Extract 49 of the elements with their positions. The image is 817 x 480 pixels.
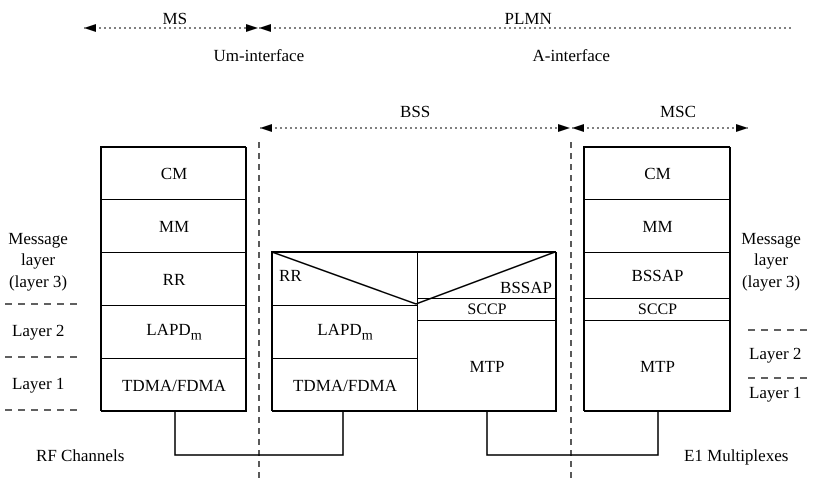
protocol-layer-box <box>272 358 418 412</box>
protocol-stack-box <box>583 146 730 411</box>
layer-name: LAPD$_{m}$ <box>317 321 373 343</box>
layer-name: SCCP <box>638 302 678 318</box>
text-label: Message layer (layer 3) <box>740 228 802 292</box>
protocol-layer-box <box>584 252 731 299</box>
text-label: RF Channels <box>36 444 124 466</box>
text-label: Layer 2 <box>12 320 64 341</box>
text-label: Message layer (layer 3) <box>7 228 69 292</box>
layer-name: TDMA/FDMA <box>122 376 226 394</box>
span-label: PLMN <box>504 8 552 29</box>
protocol-stack-box <box>100 146 246 411</box>
protocol-layer-box <box>584 147 731 200</box>
protocol-layer-box <box>417 320 557 412</box>
span-label: MSC <box>660 100 696 122</box>
layer-name: CM <box>644 165 671 182</box>
layer-name: LAPD$_{m}$ <box>146 321 202 343</box>
layer-name: MTP <box>640 358 675 374</box>
protocol-layer-box <box>101 358 247 412</box>
protocol-layer-box <box>101 147 247 200</box>
connector-line <box>174 411 344 456</box>
text-label: Um-interface <box>214 44 304 66</box>
protocol-layer-box <box>101 305 247 359</box>
layer-name: TDMA/FDMA <box>293 376 397 394</box>
protocol-layer-box <box>584 298 731 321</box>
layer-name: BSSAP <box>500 279 552 296</box>
connector-line <box>486 411 659 456</box>
span-label: BSS <box>400 100 430 122</box>
layer-name: RR <box>162 270 186 288</box>
layer-name: CM <box>160 165 188 182</box>
text-label: E1 Multiplexes <box>684 444 788 466</box>
span-label: MS <box>162 8 188 29</box>
protocol-layer-box <box>272 252 418 306</box>
text-label: Layer 1 <box>12 372 64 394</box>
protocol-layer-box <box>101 252 247 306</box>
text-label: Layer 2 <box>749 342 802 364</box>
layer-name: MM <box>642 218 673 234</box>
protocol-stack-box <box>271 251 556 411</box>
protocol-layer-box <box>584 199 731 253</box>
protocol-layer-box <box>101 199 247 253</box>
layer-name: RR <box>279 267 302 284</box>
layer-name: BSSAP <box>632 267 684 284</box>
protocol-layer-box <box>584 320 731 412</box>
text-label: Layer 1 <box>749 382 802 403</box>
layer-name: MTP <box>470 358 504 374</box>
layer-name: MM <box>158 218 190 234</box>
protocol-layer-box <box>417 252 557 299</box>
layer-name: SCCP <box>467 302 507 318</box>
text-label: A-interface <box>532 44 610 66</box>
